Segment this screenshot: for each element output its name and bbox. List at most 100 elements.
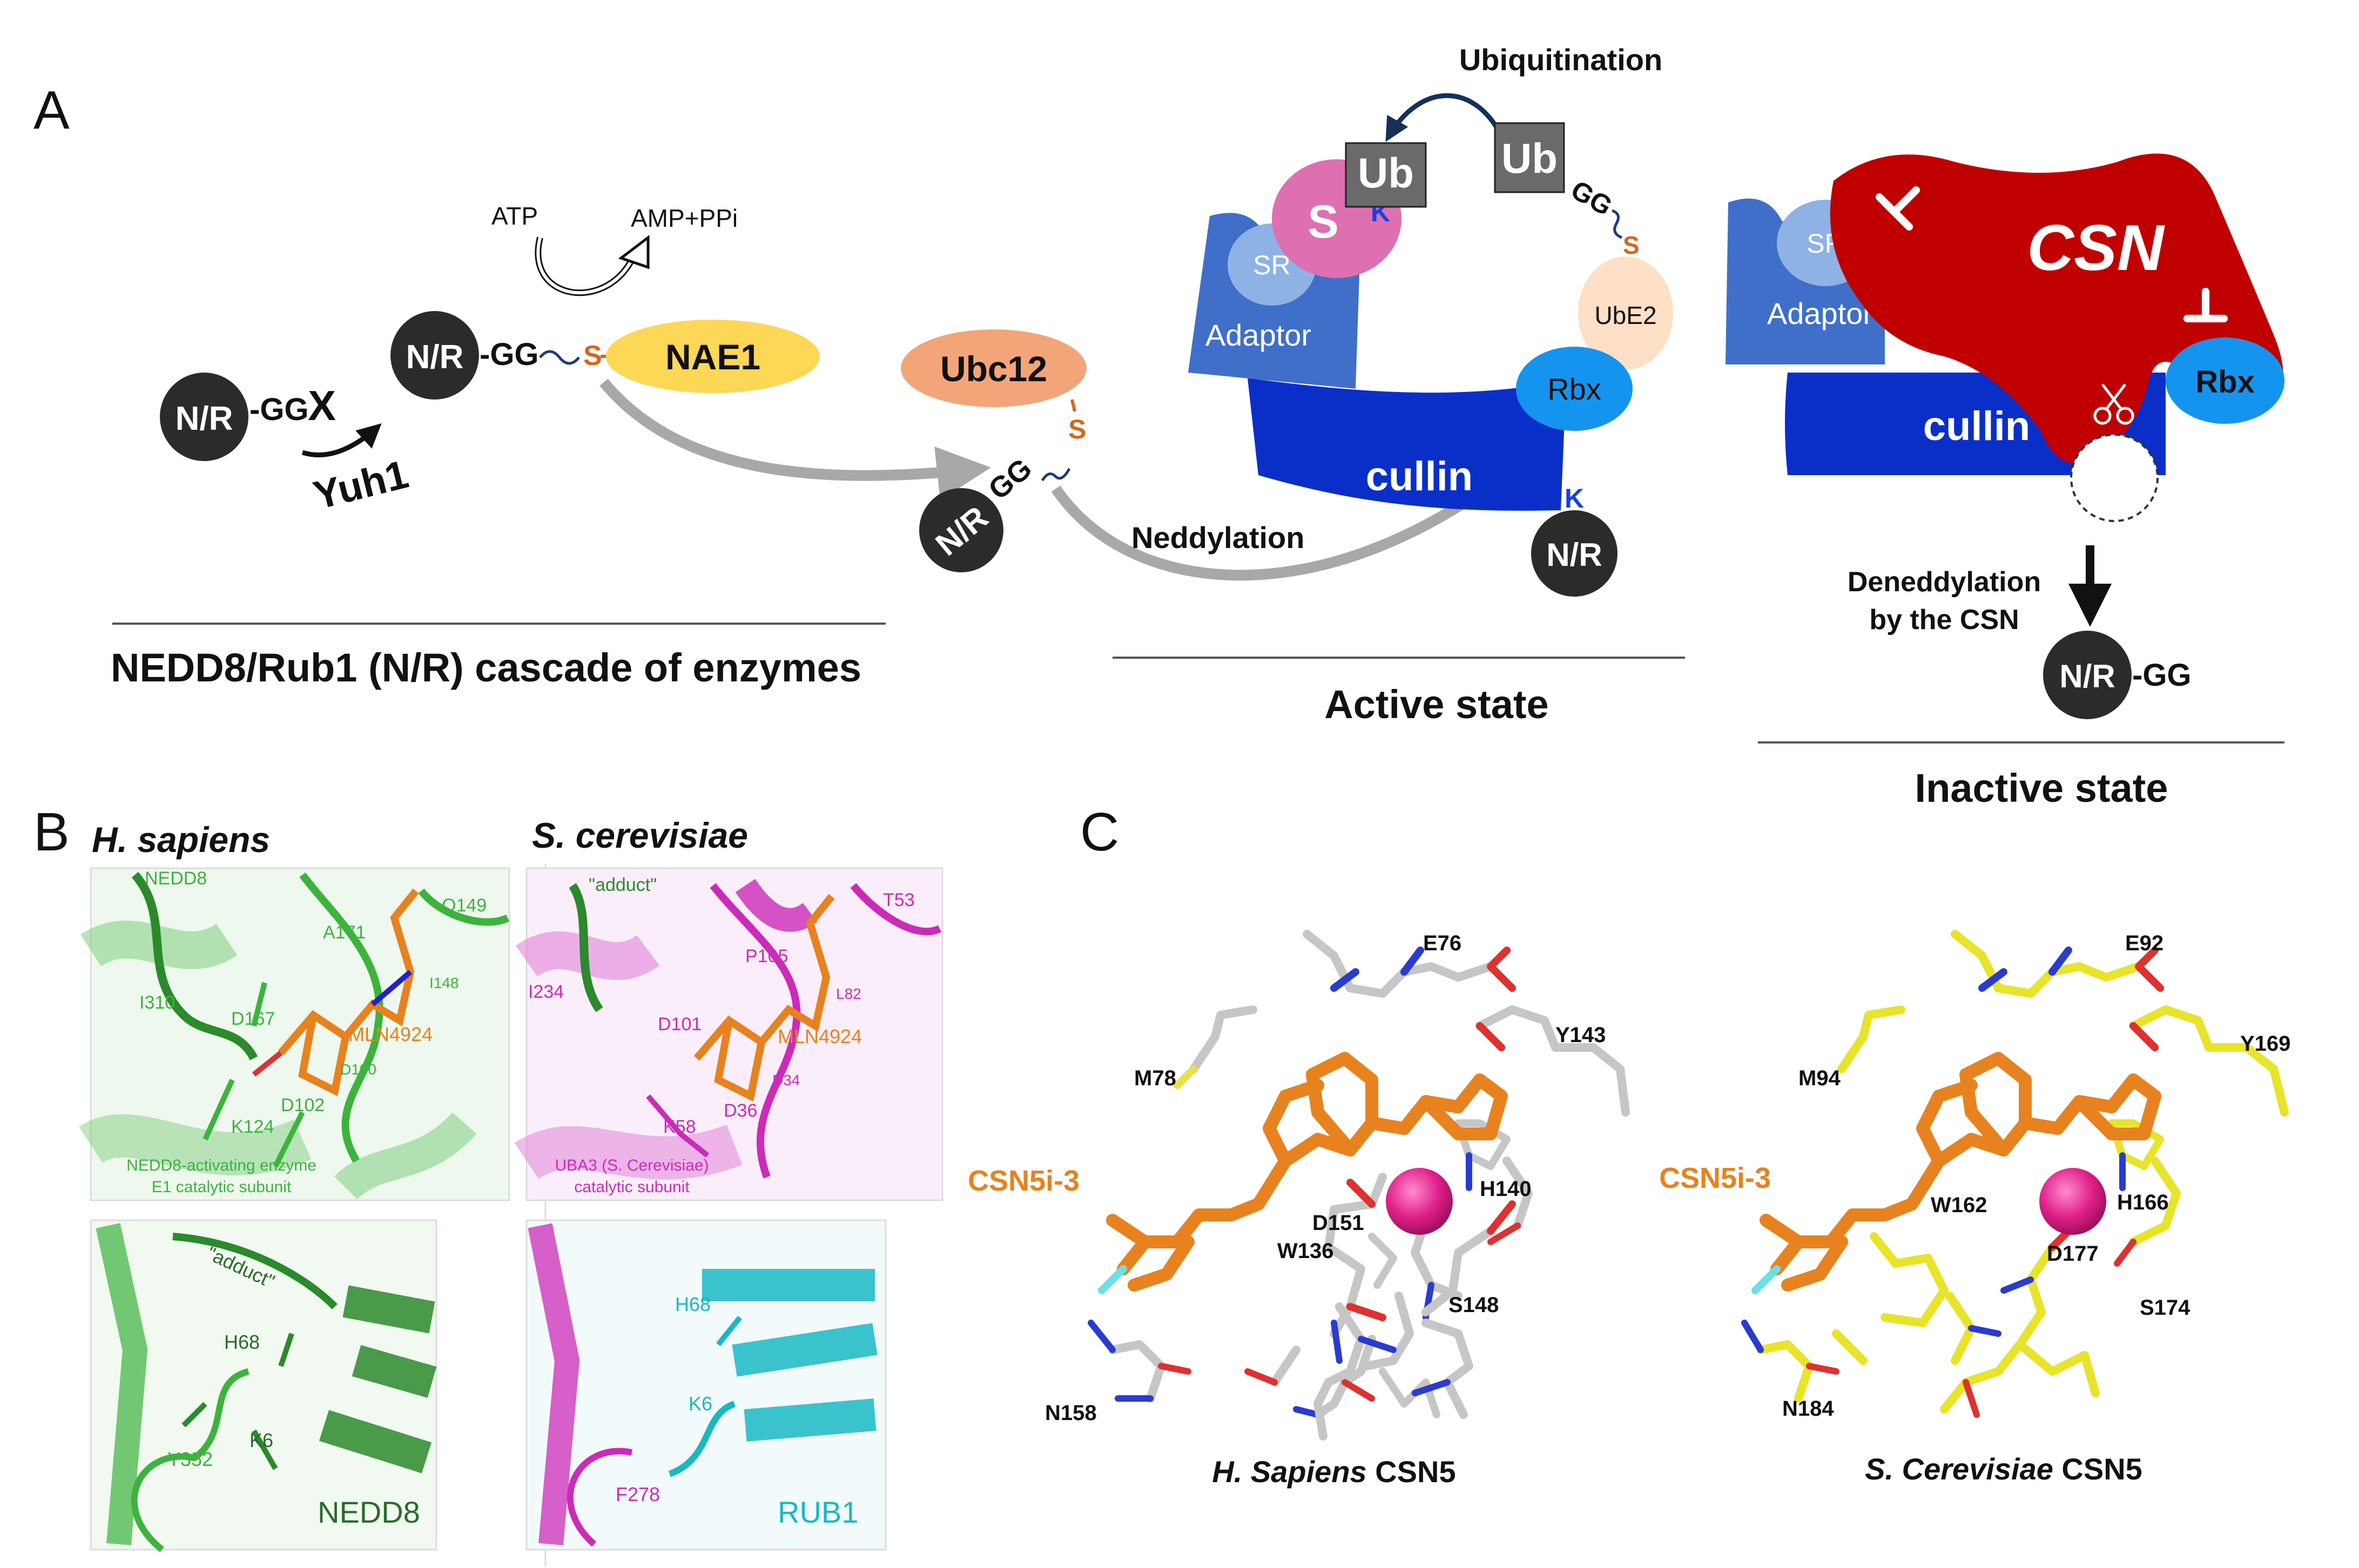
ub-box-1	[1345, 142, 1427, 208]
ggx-label: -GG	[250, 392, 309, 427]
hs-d102: D102	[281, 1095, 325, 1116]
nr-circle-2	[390, 311, 479, 400]
sc-cap2: catalytic subunit	[574, 1178, 690, 1196]
ube2-squiggle	[1612, 209, 1623, 239]
csn-complex	[1830, 153, 2283, 464]
gg-label-3: GG	[982, 452, 1038, 506]
hs-d151: D151	[1312, 1211, 1364, 1235]
sc-rub1-interface	[525, 1219, 887, 1551]
hs-nedd8-bottom: NEDD8	[318, 1495, 420, 1529]
sc-m94: M94	[1798, 1066, 1841, 1090]
nr-circle	[160, 373, 248, 461]
hs-i148: I148	[429, 975, 459, 991]
deneddylation-label-2: by the CSN	[1869, 604, 2019, 636]
gg-label-inactive: -GG	[2132, 658, 2192, 693]
nr-circle-inactive	[2043, 631, 2132, 719]
sc-rub1: RUB1	[778, 1495, 858, 1529]
species-hs: H. sapiens	[92, 820, 270, 860]
sc-y169: Y169	[2240, 1032, 2290, 1056]
hs-h68: H68	[224, 1331, 260, 1353]
csn-label: CSN	[2027, 212, 2165, 284]
sc-h166: H166	[2117, 1191, 2169, 1214]
ubc12-s: S	[1068, 414, 1086, 444]
panel-label-b: B	[33, 802, 70, 862]
scissors-icon	[2093, 383, 2134, 425]
adaptor-label-active: Adaptor	[1205, 318, 1311, 352]
hs-y143: Y143	[1555, 1023, 1606, 1047]
ub-label-2: Ub	[1501, 134, 1558, 182]
atp-curve-inner	[536, 237, 636, 295]
empty-site	[2070, 434, 2159, 522]
adaptor-label-inactive: Adaptor	[1767, 296, 1873, 330]
sc-h68: H68	[675, 1293, 711, 1315]
ubc12-label: Ubc12	[940, 349, 1047, 389]
hs-caption-protein: CSN5	[1367, 1455, 1456, 1489]
nae1-enzyme	[606, 320, 820, 393]
hs-h140: H140	[1480, 1177, 1532, 1201]
hs-cap1: NEDD8-activating enzyme	[126, 1157, 316, 1174]
active-title: Active state	[1324, 682, 1548, 727]
sc-caption-protein: CSN5	[2053, 1452, 2142, 1486]
ubc12-enzyme	[901, 329, 1087, 407]
sc-p105: P105	[745, 946, 788, 967]
sc-ligand-fluorine	[1751, 1265, 1781, 1294]
rbx-inactive	[2166, 337, 2284, 424]
hs-csn5i3-ligand	[1106, 1052, 1508, 1292]
hs-k124: K124	[231, 1117, 274, 1137]
inactive-title: Inactive state	[1915, 766, 2168, 810]
nr-label-2: N/R	[406, 339, 464, 376]
cullin-k: K	[1565, 483, 1584, 513]
atp-label: ATP	[491, 202, 538, 230]
ub-box-2	[1494, 122, 1565, 193]
rbx-active	[1516, 347, 1633, 431]
hs-ligand-fluorine	[1098, 1265, 1127, 1294]
hs-e76: E76	[1423, 931, 1461, 955]
deneddylation-label: Deneddylation	[1848, 566, 2041, 598]
sc-d101: D101	[658, 1014, 702, 1035]
panel-label-a: A	[33, 80, 70, 140]
sc-d36: D36	[724, 1100, 757, 1121]
hs-n158: N158	[1045, 1401, 1097, 1425]
nr-label-active: N/R	[1546, 537, 1602, 573]
nae1-label: NAE1	[665, 337, 760, 377]
cullin-label-inactive: cullin	[1923, 403, 2030, 449]
panel-label-c: C	[1080, 802, 1119, 862]
hs-q149: Q149	[442, 895, 487, 916]
rbx-label-active: Rbx	[1547, 372, 1601, 406]
ube2-enzyme	[1578, 256, 1673, 370]
sc-adduct: "adduct"	[589, 875, 657, 895]
rbx-label-inactive: Rbx	[2195, 364, 2255, 400]
ub-gg: GG	[1566, 174, 1617, 221]
sc-n184: N184	[1782, 1397, 1834, 1421]
hs-i310: I310	[139, 992, 175, 1013]
hs-caption-species: H. Sapiens	[1212, 1455, 1366, 1489]
sc-csn5i3-ligand	[1760, 1052, 2161, 1292]
ube2-label: UbE2	[1594, 301, 1656, 329]
ubc12-squiggle	[1041, 468, 1071, 482]
hs-nedd8-label: NEDD8	[145, 868, 207, 889]
sc-s174: S174	[2140, 1296, 2190, 1320]
sc-active-site	[514, 867, 943, 1201]
hs-active-site	[79, 867, 510, 1201]
sc-t53: T53	[883, 890, 915, 910]
transfer-arrow-1	[599, 379, 991, 501]
ubiquitination-label: Ubiquitination	[1459, 43, 1662, 77]
ubc12-s-dash	[1070, 399, 1076, 412]
sc-csn5-caption: S. Cerevisiae CSN5	[1865, 1452, 2142, 1486]
yuh1-arrow	[301, 423, 382, 458]
hs-a171: A171	[323, 922, 366, 943]
sc-e92: E92	[2125, 931, 2163, 955]
sc-d177: D177	[2047, 1242, 2099, 1266]
sc-caption-species: S. Cerevisiae	[1865, 1452, 2053, 1486]
cullin-label-active: cullin	[1366, 454, 1473, 499]
hs-k6: K6	[250, 1429, 273, 1451]
species-sc: S. cerevisiae	[532, 815, 748, 855]
hs-csn5-caption: H. Sapiens CSN5	[1212, 1455, 1455, 1489]
nr-label-inactive: N/R	[2059, 658, 2115, 694]
hs-d167: D167	[231, 1009, 275, 1029]
sr-label-active: SR	[1253, 250, 1290, 280]
gg-label: -GG	[480, 337, 539, 372]
hs-y352: Y352	[167, 1448, 213, 1470]
neddylation-label: Neddylation	[1131, 521, 1304, 555]
hs-m78: M78	[1134, 1066, 1176, 1090]
